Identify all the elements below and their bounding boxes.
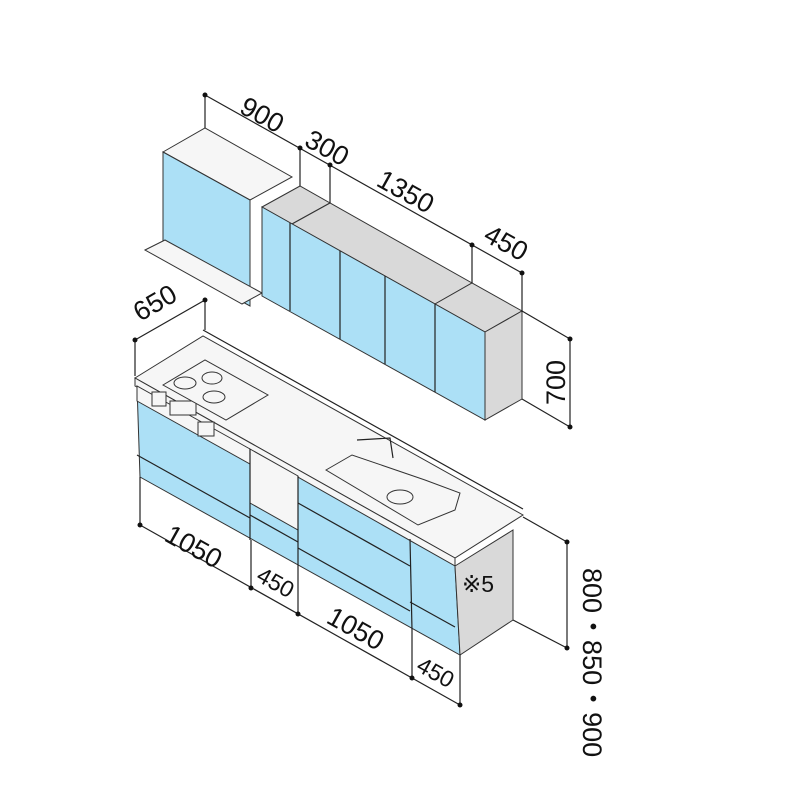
- base-cabinets: ※5: [134, 329, 524, 656]
- dim-upper-1350: 1350: [372, 164, 439, 219]
- dim-upper-900: 900: [235, 91, 289, 139]
- dim-lower-450-a: 450: [253, 562, 299, 603]
- dim-upper-300: 300: [300, 124, 354, 172]
- note-label: ※5: [462, 571, 494, 597]
- dim-upper-700: 700: [541, 360, 571, 405]
- faucet: [356, 437, 394, 459]
- dimension-lines: [132, 92, 573, 708]
- dim-depth-650: 650: [128, 279, 182, 328]
- dim-lower-height: 800・850・900: [577, 568, 607, 757]
- dim-lower-1050-a: 1050: [160, 519, 227, 574]
- dim-upper-450: 450: [479, 219, 533, 267]
- upper-cabinets: [143, 127, 524, 421]
- cooktop: [161, 359, 270, 421]
- sink: [325, 454, 461, 526]
- dim-lower-450-b: 450: [413, 652, 459, 693]
